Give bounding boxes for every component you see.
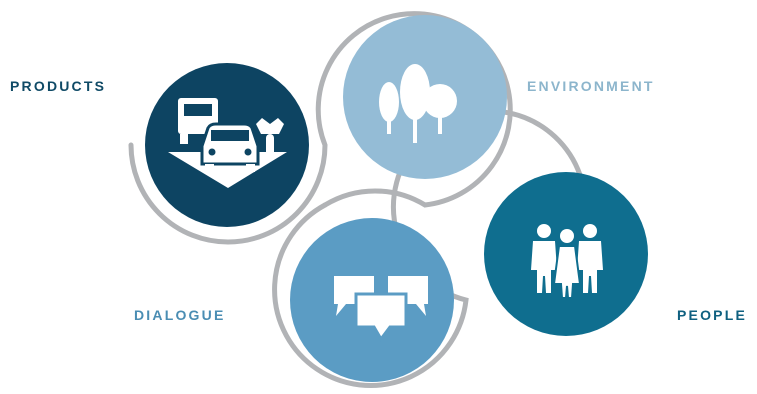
dialogue-node	[290, 218, 454, 382]
trees-icon	[379, 64, 457, 143]
people-node	[484, 172, 648, 336]
label-products: PRODUCTS	[10, 78, 107, 94]
environment-node	[343, 15, 507, 179]
vehicles-icon	[168, 98, 287, 188]
label-people: PEOPLE	[677, 307, 747, 323]
speech-bubbles-icon	[334, 276, 428, 342]
arc-upper	[128, 11, 513, 245]
products-node	[145, 63, 309, 227]
label-environment: ENVIRONMENT	[527, 78, 655, 94]
people-icon	[531, 224, 603, 299]
label-dialogue: DIALOGUE	[134, 307, 226, 323]
